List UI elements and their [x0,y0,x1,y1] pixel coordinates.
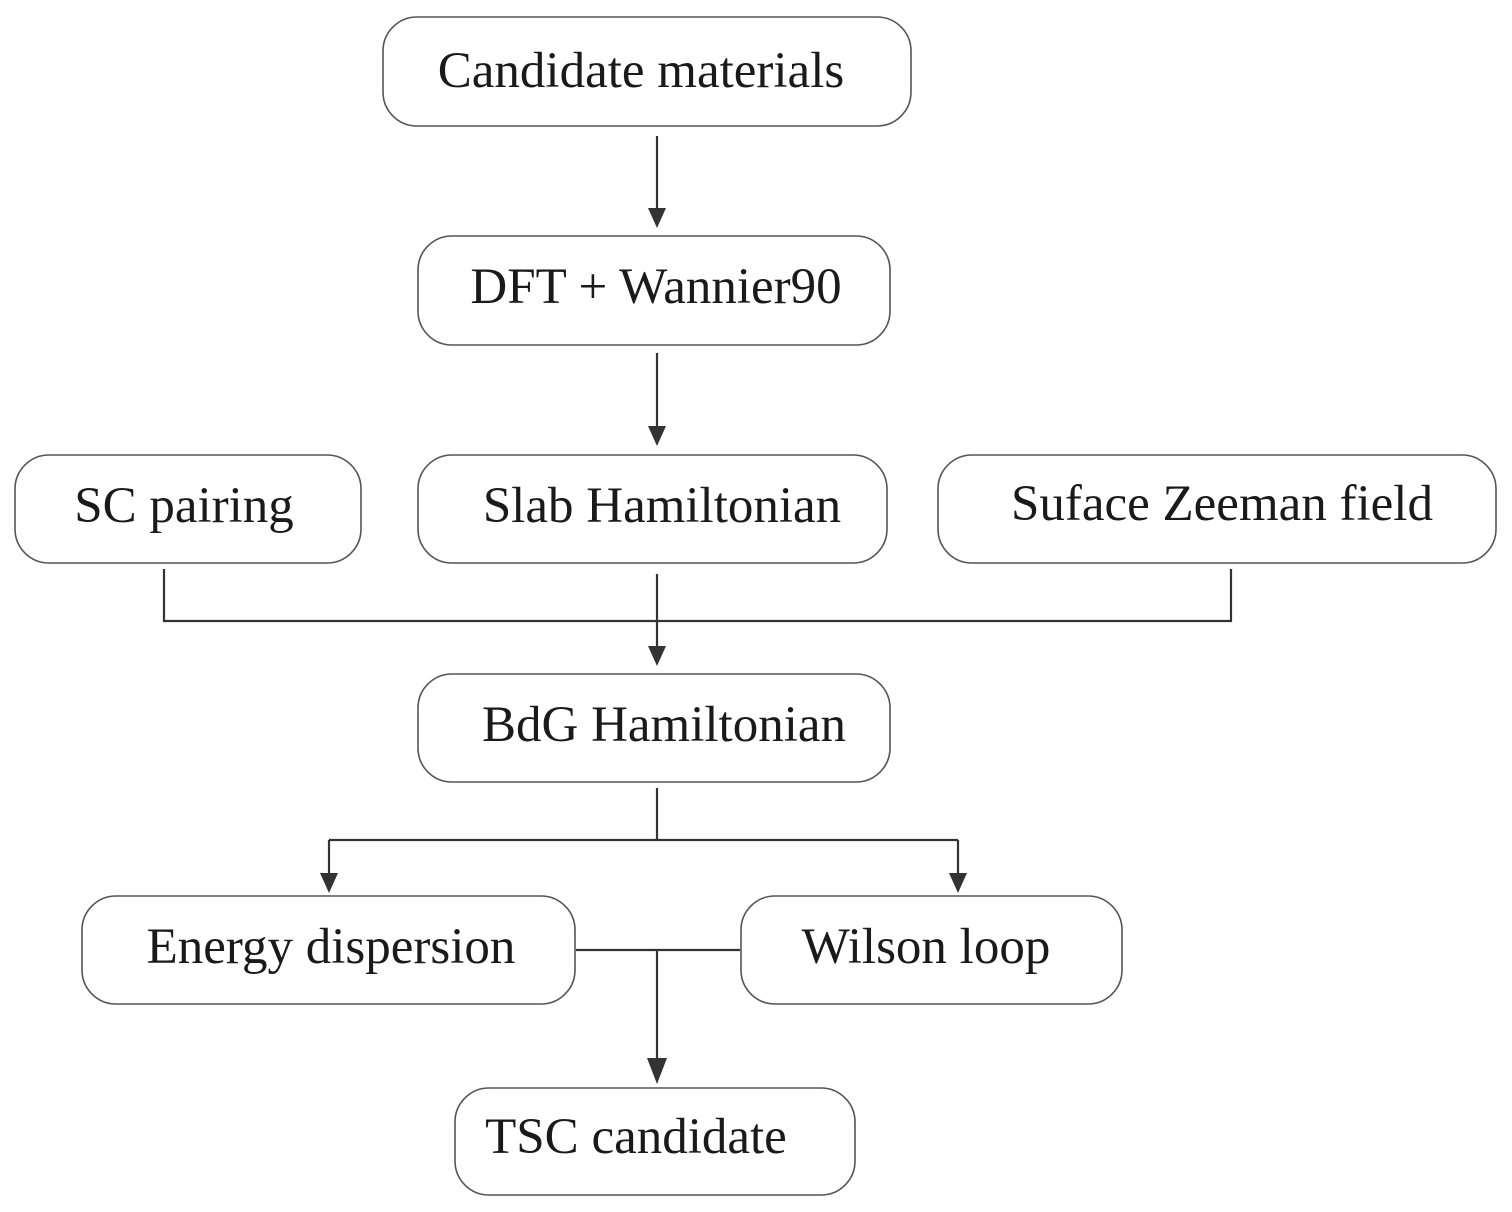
node-dft-wannier90: DFT + Wannier90 [417,235,891,346]
node-candidate-materials: Candidate materials [382,16,912,127]
arrowhead-tsc [647,1058,667,1084]
connectors [162,136,1233,1084]
edge-sc-pairing-merge [162,569,1233,623]
node-slab-hamiltonian: Slab Hamiltonian [417,454,888,564]
node-label: SC pairing [74,478,294,534]
node-sc-pairing: SC pairing [14,454,362,564]
node-tsc-candidate: TSC candidate [454,1087,856,1196]
node-label: Candidate materials [438,43,844,99]
node-label: TSC candidate [485,1109,787,1165]
node-label: Slab Hamiltonian [483,478,841,534]
arrowhead-slab [648,426,666,446]
arrowhead-energy-dispersion [320,873,338,893]
node-bdg-hamiltonian: BdG Hamiltonian [417,673,891,783]
node-wilson-loop: Wilson loop [740,895,1123,1005]
node-energy-dispersion: Energy dispersion [81,895,576,1005]
node-label: DFT + Wannier90 [470,259,841,315]
node-label: Energy dispersion [147,919,516,975]
edge-bdg-split [327,788,960,875]
arrowhead-dft [648,208,666,228]
node-label: Wilson loop [802,919,1051,975]
node-surface-zeeman-field: Suface Zeeman field [937,454,1497,564]
node-label: Suface Zeeman field [1011,476,1433,532]
arrowhead-wilson-loop [949,873,967,893]
arrowhead-bdg [648,646,666,666]
node-label: BdG Hamiltonian [482,697,846,753]
